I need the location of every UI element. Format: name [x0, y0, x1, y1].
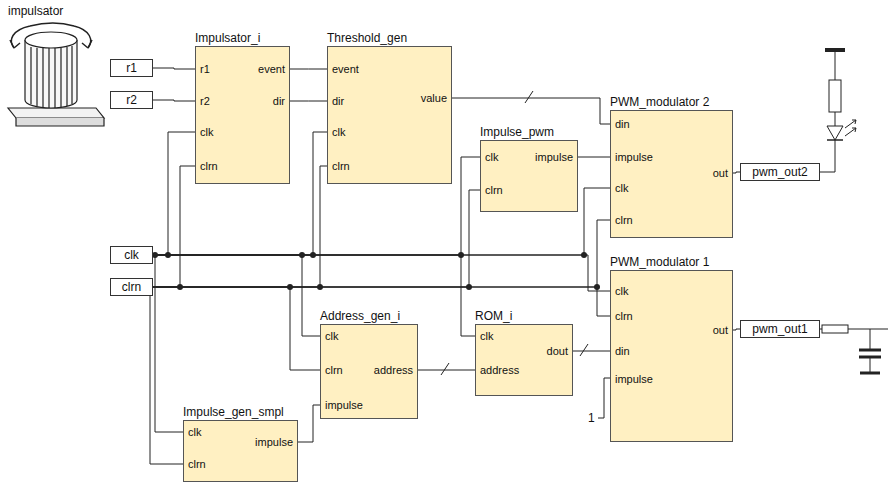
port-name: clrn — [111, 279, 152, 295]
pin-name: out — [713, 166, 728, 180]
part-name: impulsator — [8, 4, 63, 18]
pin-name: clrn — [615, 309, 633, 323]
block-box: Impulsator_ir1r2clkclrneventdir — [195, 46, 290, 184]
constant-wire — [598, 378, 610, 418]
block-box: Address_gen_iclkclrnimpulseaddress — [320, 324, 418, 419]
pin-name: clk — [200, 125, 213, 139]
signal-wire — [290, 101, 327, 102]
signal-wire — [153, 220, 610, 287]
block-title: ROM_i — [475, 309, 512, 323]
block-box: Threshold_geneventdirclkclrnvalue — [327, 46, 452, 184]
signal-wire — [153, 100, 195, 101]
signal-wire — [298, 405, 320, 442]
signal-wire — [153, 166, 327, 287]
pin-name: din — [615, 117, 630, 131]
constant-value: 1 — [588, 411, 595, 425]
pin-name: impulse — [535, 150, 573, 164]
block-box: PWM_modulator 1clkclrndinimpulseout — [610, 270, 733, 442]
signal-wire — [153, 255, 475, 336]
pin-name: event — [332, 62, 359, 76]
pin-name: din — [615, 344, 630, 358]
block-box: PWM_modulator 2dinimpulseclkclrnout — [610, 110, 733, 238]
pin-name: address — [480, 363, 519, 377]
port-name: clk — [111, 247, 152, 263]
block-title: PWM_modulator 1 — [610, 255, 709, 269]
pin-name: impulse — [615, 150, 653, 164]
pin-name: r2 — [200, 94, 210, 108]
pin-name: r1 — [200, 62, 210, 76]
signal-wire — [153, 132, 195, 255]
pin-name: clk — [615, 284, 628, 298]
pin-name: clk — [485, 150, 498, 164]
pin-name: clrn — [615, 213, 633, 227]
pin-name: impulse — [325, 398, 363, 412]
signal-wire — [153, 255, 183, 432]
signal-wire — [153, 190, 480, 287]
pin-name: clrn — [200, 159, 218, 173]
pin-name: impulse — [255, 435, 293, 449]
block-title: Threshold_gen — [327, 31, 407, 45]
port-box: r1 — [110, 59, 153, 77]
signal-wire — [418, 370, 475, 371]
signal-wire — [153, 287, 320, 370]
signal-wire — [153, 255, 320, 336]
block-title: PWM_modulator 2 — [610, 95, 709, 109]
pin-name: clk — [332, 125, 345, 139]
port-box: pwm_out1 — [740, 320, 820, 338]
signal-wire — [578, 157, 610, 158]
pin-name: clrn — [188, 457, 206, 471]
signal-wire — [573, 351, 610, 352]
junction-dots — [147, 252, 600, 290]
signal-wire — [153, 166, 195, 287]
port-name: r2 — [111, 92, 152, 108]
port-name: pwm_out1 — [741, 321, 819, 337]
block-box: Impulse_pwmclkclrnimpulse — [480, 140, 578, 212]
signal-wire — [153, 255, 610, 291]
pin-name: clk — [188, 425, 201, 439]
impulsator-knob — [8, 23, 104, 126]
block-title: Impulse_pwm — [480, 125, 554, 139]
port-box: r2 — [110, 91, 153, 109]
signal-wire — [733, 172, 740, 173]
pin-name: clrn — [325, 363, 343, 377]
pin-name: out — [713, 323, 728, 337]
pin-name: clk — [325, 329, 338, 343]
block-box: ROM_iclkaddressdout — [475, 324, 573, 396]
block-title: Address_gen_i — [320, 309, 400, 323]
pin-name: value — [421, 91, 447, 105]
pin-name: clk — [480, 329, 493, 343]
signal-wire — [153, 68, 195, 69]
port-box: clrn — [110, 278, 153, 296]
port-name: pwm_out2 — [741, 164, 819, 180]
pin-name: event — [258, 62, 285, 76]
led-circuit — [812, 50, 856, 172]
pin-name: clrn — [332, 159, 350, 173]
pin-name: dir — [273, 94, 285, 108]
pin-name: dir — [332, 94, 344, 108]
pin-name: dout — [547, 344, 568, 358]
port-box: pwm_out2 — [740, 163, 820, 181]
rc-filter — [812, 325, 888, 373]
pin-name: address — [374, 363, 413, 377]
pin-name: clrn — [485, 183, 503, 197]
block-title: Impulse_gen_smpl — [183, 405, 284, 419]
signal-wire — [733, 329, 740, 330]
pin-name: clk — [615, 181, 628, 195]
block-title: Impulsator_i — [195, 31, 260, 45]
signal-wire — [150, 287, 183, 464]
block-box: Impulse_gen_smplclkclrnimpulse — [183, 420, 298, 482]
port-box: clk — [110, 246, 153, 264]
pin-name: impulse — [615, 372, 653, 386]
signal-wire — [290, 69, 327, 70]
port-name: r1 — [111, 60, 152, 76]
signal-wire — [452, 98, 610, 124]
